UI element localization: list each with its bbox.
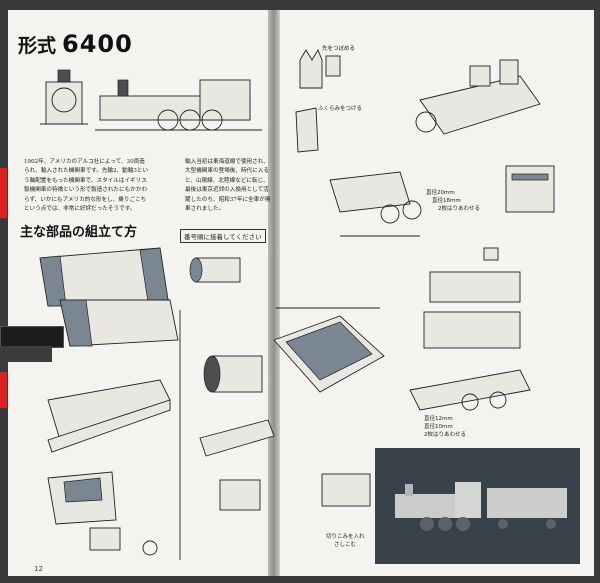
tender-tray-drawing — [273, 315, 385, 507]
side-view-locomotive-drawing — [95, 79, 262, 131]
cab-parts-drawing — [47, 471, 158, 556]
model-number: 6400 — [62, 30, 133, 58]
note-bend-top: 先をつぼめる — [322, 46, 356, 52]
note-wheel-a-2: 直径18mm — [432, 198, 461, 204]
smokebox-assembly-drawing — [189, 257, 275, 511]
red-edge-tab — [0, 168, 7, 218]
note-bulge: ふくらみをつける — [318, 106, 363, 112]
note-wheel-b-1: 直径12mm — [424, 416, 453, 422]
section-heading: 主な部品の組立て方 — [20, 225, 138, 240]
note-wheel-a-1: 直径20mm — [426, 190, 455, 196]
running-board-drawing — [47, 379, 171, 453]
tender-cab-drawing — [505, 165, 555, 213]
locomotive-photo-drawing — [375, 448, 580, 564]
boiler-parts-drawing — [39, 247, 179, 347]
bookmark-strip-lower — [0, 346, 52, 362]
model-kind-label: 形式 — [18, 35, 57, 57]
tender-body-drawing — [409, 247, 531, 411]
chassis-drawing — [329, 171, 422, 237]
note-wheel-b-2: 直径10mm — [424, 424, 453, 430]
note-slit-2: さしこむ — [334, 542, 357, 548]
note-slit-1: 切りこみを入れ — [326, 534, 365, 540]
history-paragraph-left: 1902年、アメリカのアルコ社によって、30両造られ、輸入された機関車です。先輪… — [24, 159, 149, 213]
assembly-order-label: 番号順に接着してください — [180, 229, 266, 243]
front-view-locomotive-drawing — [40, 69, 88, 125]
note-wheel-b-3: 2枚はりあわせる — [424, 432, 466, 438]
red-edge-tab-lower — [0, 372, 7, 408]
page-number: 12 — [34, 565, 43, 573]
bookmark-strip — [0, 326, 64, 348]
note-wheel-a-3: 2枚はりあわせる — [438, 206, 480, 212]
finished-model-photo — [375, 448, 580, 564]
history-paragraph-right: 輸入当初は東海道線で使用され、大型機関車の登場後、時代に入ると、山陽線、北陸線な… — [185, 159, 271, 213]
top-right-loco-exploded — [295, 48, 541, 153]
